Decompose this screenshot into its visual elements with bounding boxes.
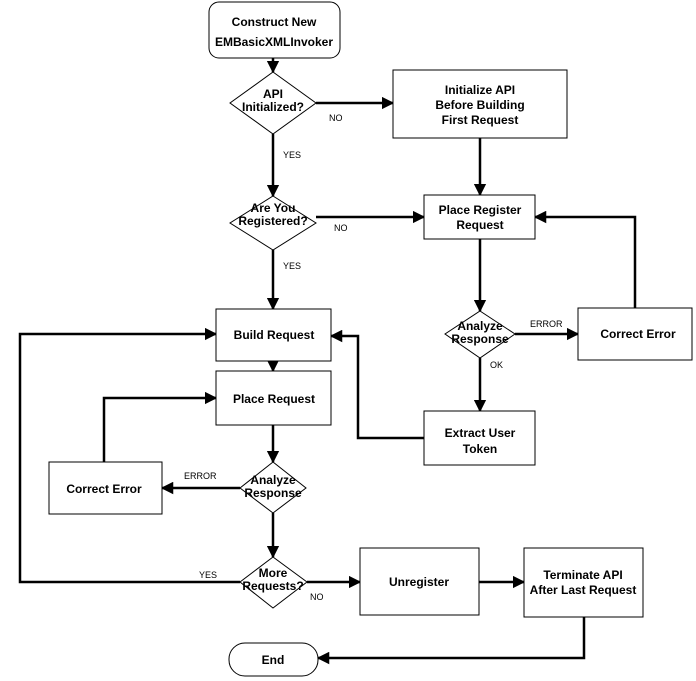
correct-error-right-label: Correct Error: [600, 327, 676, 341]
decision-api-line-1: API: [263, 87, 283, 101]
edge-extract-to-build: [329, 329, 424, 440]
extract-token-line-2: Token: [463, 442, 497, 456]
node-texts: Construct New EMBasicXMLInvoker API Init…: [66, 15, 676, 667]
analyze-right-line-1: Analyze: [457, 319, 503, 333]
unregister-label: Unregister: [389, 575, 449, 589]
more-requests-line-2: Requests?: [242, 579, 303, 593]
nodes: [48, 1, 693, 677]
terminate-line-1: Terminate API: [543, 568, 622, 582]
analyze-left-line-1: Analyze: [250, 473, 296, 487]
init-api-line-3: First Request: [442, 113, 519, 127]
build-request-label: Build Request: [234, 328, 315, 342]
decision-registered: [229, 195, 317, 251]
label-no-registered: NO: [334, 223, 348, 233]
edge-correct-left-back-to-place: [102, 391, 218, 462]
start-terminal-line-1: Construct New: [232, 15, 317, 29]
decision-registered-line-1: Are You: [251, 201, 296, 215]
init-api-line-1: Initialize API: [445, 83, 515, 97]
label-ok-right: OK: [490, 360, 503, 370]
end-label: End: [262, 653, 285, 667]
correct-error-left-label: Correct Error: [66, 482, 142, 496]
decision-analyze-response-right: [444, 310, 516, 359]
analyze-left-line-2: Response: [244, 486, 302, 500]
process-place-register-request: [423, 194, 536, 240]
label-yes-more: YES: [199, 570, 217, 580]
decision-analyze-response-left: [239, 461, 307, 514]
decision-registered-line-2: Registered?: [238, 214, 307, 228]
process-initialize-api: [392, 69, 568, 139]
place-register-line-2: Request: [456, 218, 503, 232]
process-place-request: [215, 370, 332, 426]
decision-api-initialized: [229, 71, 317, 135]
decision-more-requests: [239, 556, 308, 609]
label-error-right: ERROR: [530, 319, 563, 329]
place-register-line-1: Place Register: [439, 203, 522, 217]
edge-more-yes-to-build: [18, 327, 240, 584]
edge-labels: NO YES NO YES ERROR OK ERROR YES NO: [184, 113, 563, 602]
process-unregister: [359, 547, 480, 616]
more-requests-line-1: More: [259, 566, 288, 580]
edge-terminate-to-end: [316, 617, 586, 665]
process-extract-user-token: [423, 410, 536, 466]
label-no-more: NO: [310, 592, 324, 602]
start-terminal: [208, 1, 341, 59]
start-terminal-line-2: EMBasicXMLInvoker: [215, 35, 333, 49]
end-terminal: [228, 642, 319, 677]
label-yes-registered: YES: [283, 261, 301, 271]
label-no-api: NO: [329, 113, 343, 123]
init-api-line-2: Before Building: [435, 98, 524, 112]
connectors: [18, 58, 637, 665]
process-terminate-api: [523, 547, 644, 618]
process-correct-error-left: [48, 461, 163, 515]
terminate-line-2: After Last Request: [530, 583, 637, 597]
process-build-request: [215, 308, 332, 362]
edge-correct-back-to-place-register: [533, 210, 637, 308]
label-error-left: ERROR: [184, 471, 217, 481]
analyze-right-line-2: Response: [451, 332, 509, 346]
place-request-label: Place Request: [233, 392, 315, 406]
extract-token-line-1: Extract User: [445, 426, 516, 440]
process-correct-error-right: [577, 307, 693, 361]
label-yes-api: YES: [283, 150, 301, 160]
decision-api-line-2: Initialized?: [242, 100, 304, 114]
